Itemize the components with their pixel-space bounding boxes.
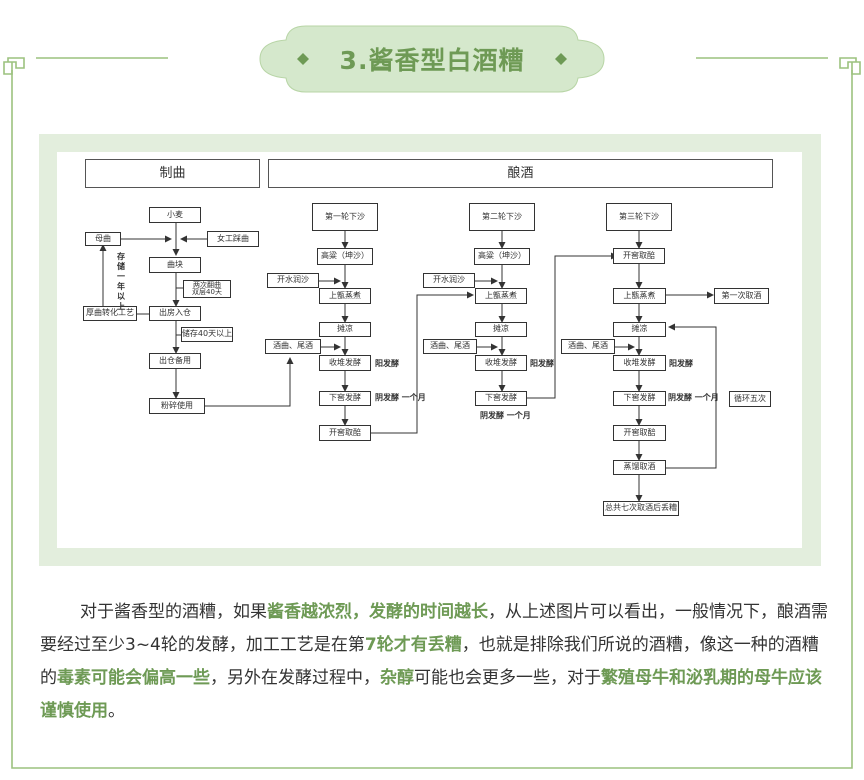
title-banner xyxy=(259,25,605,93)
r3-quejiu: 第一次取酒 xyxy=(714,288,769,304)
r1-tanliang: 摊凉 xyxy=(319,322,371,337)
para-text-3: ，也就是排除我们所说的酒糟，像这一种的酒糟的 xyxy=(40,635,819,688)
r1-kaijiao: 开窖取醅 xyxy=(319,425,371,441)
r1-xiajiao: 下窖发酵 xyxy=(319,391,371,406)
r1-shangzeng: 上甑蒸煮 xyxy=(319,288,371,304)
node-xiaomai: 小麦 xyxy=(149,207,201,223)
r3-tanliang: 摊凉 xyxy=(613,322,666,337)
r3-shoudui-tag: 阳发酵 xyxy=(669,359,693,368)
flow-nodes: 制曲 酿酒 小麦 母曲 女工踩曲 曲块 两次翻曲 双层40天 出房入仓 厚曲转化… xyxy=(57,152,802,548)
page-title: 3.酱香型白酒糟 xyxy=(339,46,525,75)
para-text-6: 。 xyxy=(108,701,125,721)
para-highlight-5: 繁殖母牛和泌乳期的母牛应该谨慎使用 xyxy=(40,668,822,721)
node-fanqu-line1: 两次翻曲 xyxy=(193,280,221,289)
flow-connectors xyxy=(99,223,717,502)
para-text-1: 对于酱香型的酒糟，如果 xyxy=(80,602,267,622)
r1-shoudui: 收堆发酵 xyxy=(319,355,371,371)
r2-shoudui: 收堆发酵 xyxy=(475,355,527,371)
r3-end: 总共七次取酒后丢糟 xyxy=(603,501,679,516)
r2-xiajiao-tag: 阴发酵 一个月 xyxy=(480,411,531,420)
r2-gaoliang: 高粱（坤沙） xyxy=(474,248,530,265)
r2-shangzeng: 上甑蒸煮 xyxy=(475,288,527,304)
r3-xiajiao: 下窖发酵 xyxy=(613,391,666,406)
node-muqu: 母曲 xyxy=(85,232,121,246)
node-chucang-use: 出仓备用 xyxy=(149,353,201,369)
r2-runliang: 开水润沙 xyxy=(423,273,475,288)
node-fensui: 粉碎使用 xyxy=(149,398,205,414)
para-highlight-3: 毒素可能会偏高一些 xyxy=(57,668,210,688)
para-text-5: 可能也会更多一些，对于 xyxy=(414,668,601,688)
label-storage: 存储一年以上 xyxy=(117,252,125,311)
node-fanqu: 两次翻曲 双层40天 xyxy=(183,280,231,298)
para-highlight-2: 7轮才有丢糟 xyxy=(364,635,462,655)
r3-zengjiu: 蒸馏取酒 xyxy=(613,460,666,475)
para-highlight-4: 杂醇 xyxy=(380,668,414,688)
node-chucang: 储存40天以上 xyxy=(181,327,233,342)
r3-kaijiao-top: 开窖取醅 xyxy=(613,248,665,264)
r1-shoudui-tag: 阳发酵 xyxy=(375,359,399,368)
r2-xiajiao: 下窖发酵 xyxy=(475,391,527,406)
description-paragraph: 对于酱香型的酒糟，如果酱香越浓烈，发酵的时间越长，从上述图片可以看出，一般情况下… xyxy=(40,596,830,728)
node-xuqu: 厚曲转化工艺 xyxy=(83,306,137,321)
node-chufang: 出房入仓 xyxy=(149,306,201,321)
r1-xiajiao-tag: 阴发酵 一个月 xyxy=(375,393,426,402)
r3-title: 第三轮下沙 xyxy=(606,203,672,231)
r3-shangzeng: 上甑蒸煮 xyxy=(613,288,666,304)
r1-jiaqu: 酒曲、尾酒 xyxy=(265,339,321,354)
diamond-right-icon xyxy=(555,53,567,65)
r3-xunhuan: 循环五次 xyxy=(729,391,771,407)
diamond-left-icon xyxy=(297,53,309,65)
r2-jiaqu: 酒曲、尾酒 xyxy=(423,339,477,354)
r3-kaijiao: 开窖取醅 xyxy=(613,425,666,441)
r1-gaoliang: 高粱（坤沙） xyxy=(317,248,373,265)
node-nvgong: 女工踩曲 xyxy=(207,231,259,247)
r3-jiaqu: 酒曲、尾酒 xyxy=(561,339,615,354)
r2-shoudui-tag: 阳发酵 xyxy=(530,359,554,368)
r1-runliang: 开水润沙 xyxy=(267,273,319,288)
r2-title: 第二轮下沙 xyxy=(469,203,535,231)
para-text-2: ，从上述图片可以看出，一般情况下，酿酒需要经过至少3~4轮的发酵，加工工艺是在第 xyxy=(40,602,828,655)
node-fanqu-line2: 双层40天 xyxy=(192,288,222,296)
header-niangjiu: 酿酒 xyxy=(268,159,773,188)
para-highlight-1: 酱香越浓烈，发酵的时间越长 xyxy=(267,602,488,622)
r3-shoudui: 收堆发酵 xyxy=(613,355,666,371)
node-quku: 曲块 xyxy=(149,257,201,273)
r3-xiajiao-tag: 阴发酵 一个月 xyxy=(668,393,719,402)
para-text-4: ，另外在发酵过程中， xyxy=(210,668,380,688)
r2-tanliang: 摊凉 xyxy=(475,322,527,337)
r1-title: 第一轮下沙 xyxy=(312,203,378,231)
header-zhiqu: 制曲 xyxy=(85,159,260,188)
